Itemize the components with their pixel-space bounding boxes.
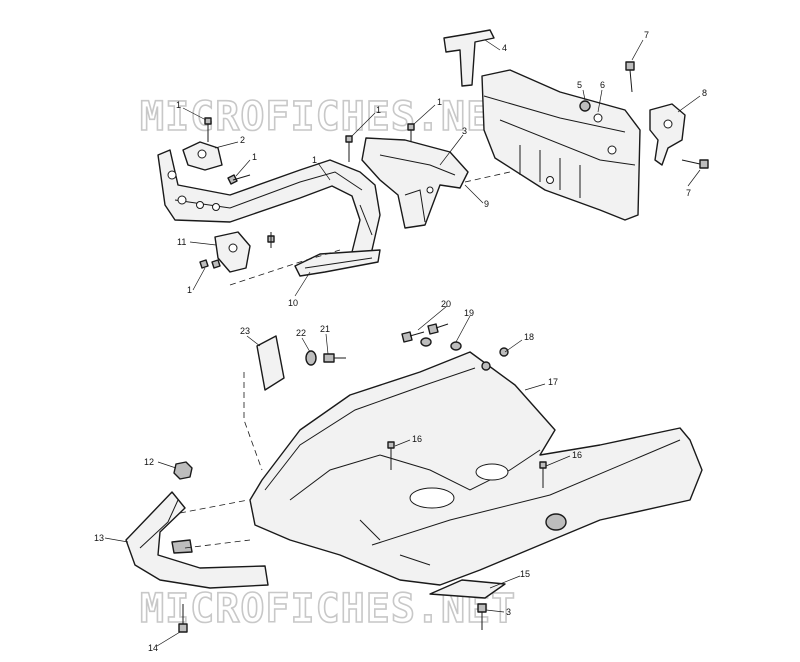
callout-1: 1 <box>312 155 317 165</box>
rear-cross-member <box>481 69 641 221</box>
bolt-16-right <box>539 461 547 488</box>
belly-pan-17 <box>249 347 703 586</box>
washer-22 <box>305 350 317 366</box>
bolts-20 <box>401 323 449 343</box>
leader-lines <box>104 39 701 647</box>
callout-5: 5 <box>577 80 582 90</box>
front-bumper-13 <box>125 491 269 589</box>
callout-16: 16 <box>412 434 422 444</box>
skid-plate-10 <box>294 249 381 277</box>
bolt-14 <box>178 604 188 633</box>
bracket-plate-11 <box>214 231 251 273</box>
callout-9: 9 <box>484 199 489 209</box>
callout-11: 11 <box>177 237 186 247</box>
callout-4: 4 <box>502 43 507 53</box>
nut-12 <box>173 461 193 480</box>
callout-23: 23 <box>240 326 250 336</box>
callout-1: 1 <box>376 105 381 115</box>
callout-19: 19 <box>464 308 474 318</box>
callout-15: 15 <box>520 569 530 579</box>
callout-13: 13 <box>94 533 104 543</box>
bracket-8 <box>649 103 686 166</box>
bracket-4 <box>443 29 495 87</box>
callout-3: 3 <box>506 607 511 617</box>
callout-20: 20 <box>441 299 451 309</box>
callout-6: 6 <box>600 80 605 90</box>
washers-19 <box>420 337 462 351</box>
callout-12: 12 <box>144 457 154 467</box>
callout-1: 1 <box>437 97 442 107</box>
alignment-line <box>229 249 341 286</box>
callout-7: 7 <box>644 30 649 40</box>
callout-1: 1 <box>252 152 257 162</box>
callout-16: 16 <box>572 450 582 460</box>
callout-21: 21 <box>320 324 330 334</box>
bolt-16-left <box>387 441 395 470</box>
bolt-3-lower <box>477 603 487 630</box>
bolt-21 <box>323 353 346 363</box>
watermark-top: MICROFICHES.NET <box>140 94 516 140</box>
bolt-set-1 <box>199 117 415 269</box>
callout-18: 18 <box>524 332 534 342</box>
callout-3: 3 <box>462 126 467 136</box>
steering-support-9 <box>361 137 469 229</box>
bracket-plate-2 <box>182 141 223 171</box>
callout-1: 1 <box>176 100 181 110</box>
plate-15 <box>429 579 506 599</box>
front-frame-tube <box>157 149 381 263</box>
alignment-line <box>243 372 263 471</box>
callout-10: 10 <box>288 298 298 308</box>
callout-17: 17 <box>548 377 558 387</box>
callout-1: 1 <box>187 285 192 295</box>
alignment-line <box>464 171 511 183</box>
callout-22: 22 <box>296 328 306 338</box>
bolt-7-lower <box>681 159 709 169</box>
alignment-line <box>179 499 249 514</box>
plate-23 <box>256 335 285 391</box>
callout-14: 14 <box>148 643 158 653</box>
callout-2: 2 <box>240 135 245 145</box>
bolt-7-upper <box>625 61 635 93</box>
callout-7: 7 <box>686 188 691 198</box>
alignment-line <box>184 539 251 549</box>
callout-8: 8 <box>702 88 707 98</box>
